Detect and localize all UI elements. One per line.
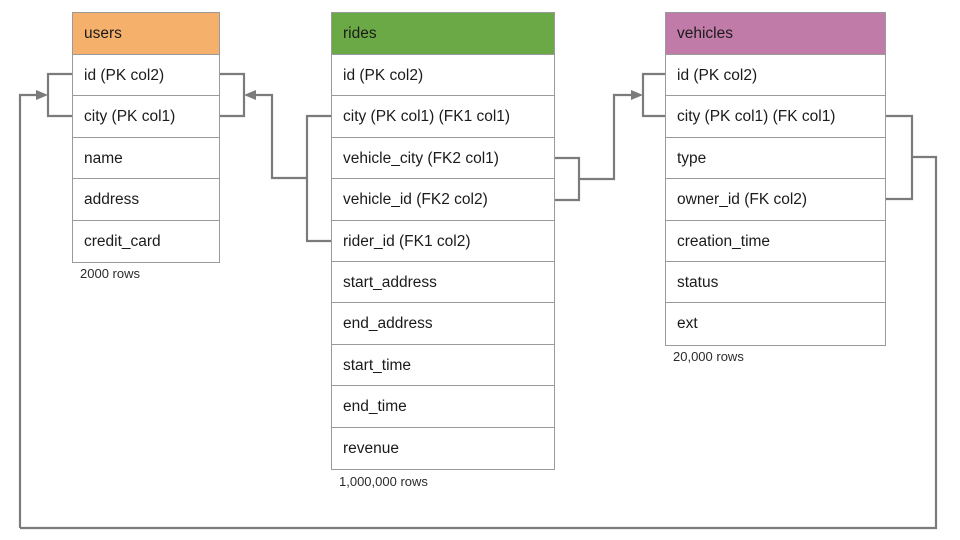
- connector-vehicles-owner-to-users: [18, 90, 48, 528]
- table-rides-row-count: 1,000,000 rows: [339, 474, 428, 489]
- table-users-column-city[interactable]: city (PK col1): [73, 96, 219, 138]
- connector-users-right-bracket: [220, 72, 246, 118]
- connector-rides-vehicle-bracket: [555, 90, 643, 202]
- table-vehicles-column-creation-time[interactable]: creation_time: [666, 221, 885, 262]
- table-users-column-id[interactable]: id (PK col2): [73, 55, 219, 97]
- table-vehicles-column-id[interactable]: id (PK col2): [666, 55, 885, 97]
- arrowhead-into-vehicles-left: [631, 90, 643, 100]
- table-users-column-name[interactable]: name: [73, 138, 219, 180]
- table-vehicles-column-city[interactable]: city (PK col1) (FK col1): [666, 96, 885, 138]
- connector-users-left-bracket: [46, 72, 72, 118]
- table-users-row-count: 2000 rows: [80, 266, 140, 281]
- table-rides-column-vehicle-id[interactable]: vehicle_id (FK2 col2): [332, 179, 554, 221]
- table-rides-column-start-address[interactable]: start_address: [332, 262, 554, 304]
- table-rides-column-end-time[interactable]: end_time: [332, 386, 554, 428]
- table-rides-column-rider-id[interactable]: rider_id (FK1 col2): [332, 221, 554, 262]
- arrowhead-into-users-right: [244, 90, 256, 100]
- table-vehicles-column-status[interactable]: status: [666, 262, 885, 304]
- table-users-header: users: [73, 13, 219, 55]
- table-users[interactable]: users id (PK col2) city (PK col1) name a…: [72, 12, 220, 263]
- table-rides-column-vehicle-city[interactable]: vehicle_city (FK2 col1): [332, 138, 554, 180]
- table-rides-column-id[interactable]: id (PK col2): [332, 55, 554, 97]
- table-users-column-address[interactable]: address: [73, 179, 219, 221]
- connector-rides-rider-to-users: [244, 90, 331, 243]
- table-rides-column-city[interactable]: city (PK col1) (FK1 col1): [332, 96, 554, 138]
- table-vehicles-column-type[interactable]: type: [666, 138, 885, 180]
- table-rides-header: rides: [332, 13, 554, 55]
- table-vehicles-column-owner-id[interactable]: owner_id (FK col2): [666, 179, 885, 221]
- table-vehicles-header: vehicles: [666, 13, 885, 55]
- arrowhead-into-users-left: [36, 90, 48, 100]
- table-vehicles[interactable]: vehicles id (PK col2) city (PK col1) (FK…: [665, 12, 886, 346]
- table-vehicles-row-count: 20,000 rows: [673, 349, 744, 364]
- connector-vehicles-left-bracket: [641, 72, 665, 118]
- table-rides[interactable]: rides id (PK col2) city (PK col1) (FK1 c…: [331, 12, 555, 470]
- table-rides-column-start-time[interactable]: start_time: [332, 345, 554, 387]
- table-vehicles-column-ext[interactable]: ext: [677, 315, 698, 333]
- table-rides-column-revenue[interactable]: revenue: [343, 439, 400, 457]
- table-users-column-credit-card[interactable]: credit_card: [84, 232, 161, 250]
- table-rides-column-end-address[interactable]: end_address: [332, 303, 554, 345]
